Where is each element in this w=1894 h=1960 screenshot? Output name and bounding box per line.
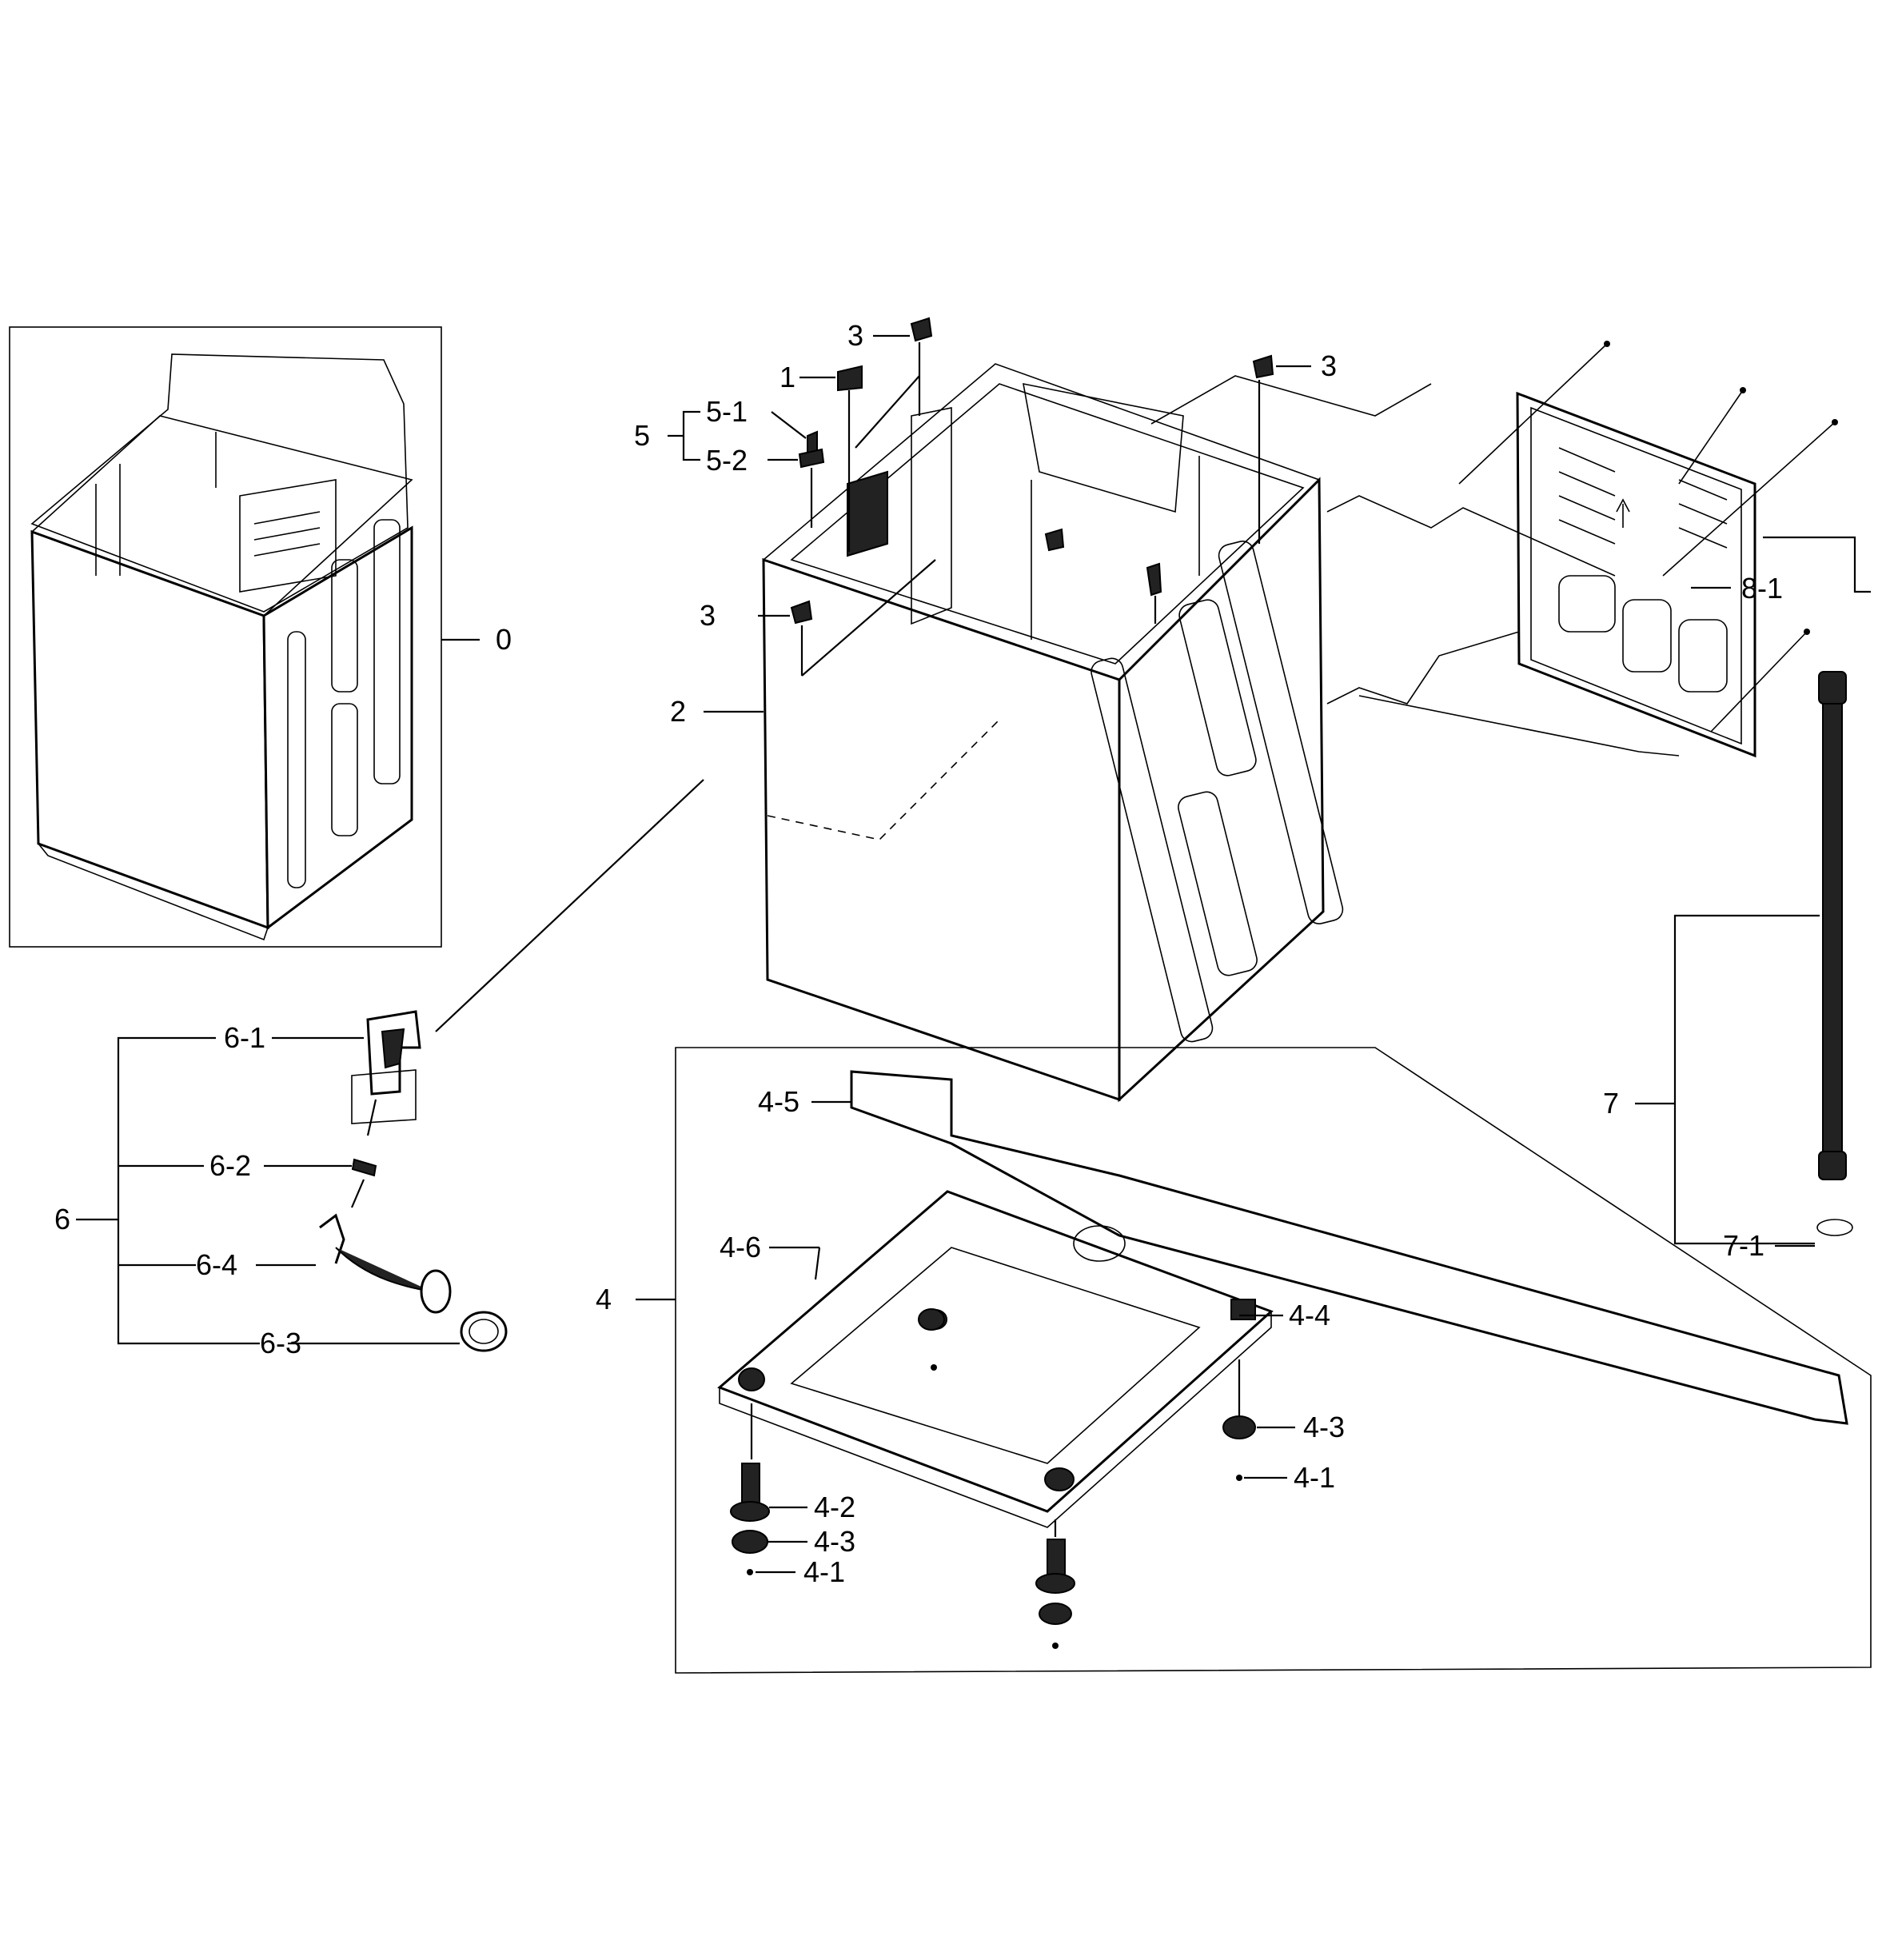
- water-hose: [1816, 671, 1853, 1236]
- part-1-bracket: [837, 365, 863, 392]
- label-8-1: 8-1: [1741, 572, 1783, 605]
- part-5-2-washer: [798, 448, 825, 469]
- label-4: 4: [596, 1283, 612, 1315]
- label-3-b: 3: [1321, 349, 1337, 382]
- label-4-3-a: 4-3: [814, 1525, 855, 1558]
- part-6-4-drain-hose: [335, 1247, 433, 1292]
- foot-right: [1222, 1415, 1256, 1481]
- label-4-4: 4-4: [1289, 1299, 1330, 1331]
- foot-front: [1035, 1539, 1075, 1649]
- label-4-1-b: 4-1: [1294, 1461, 1335, 1494]
- label-5-1: 5-1: [706, 395, 748, 428]
- hose-body: [1822, 703, 1843, 1152]
- assembly-overview: [9, 326, 442, 948]
- label-4-2: 4-2: [814, 1491, 855, 1523]
- part-4-5-strip: [850, 1070, 1848, 1425]
- back-panel-plate: [1516, 391, 1756, 758]
- back-panel: [1516, 391, 1756, 758]
- label-7-1: 7-1: [1723, 1229, 1764, 1262]
- label-4-6: 4-6: [720, 1231, 761, 1263]
- label-4-3-b: 4-3: [1303, 1411, 1345, 1443]
- cabinet-main: [762, 363, 1344, 1103]
- label-5-2: 5-2: [706, 444, 748, 477]
- label-4-5: 4-5: [758, 1085, 799, 1118]
- part-3-clip-d: [1044, 528, 1065, 552]
- cabinet-front-panel: [762, 557, 1121, 1102]
- overview-cabinet-front: [30, 529, 269, 930]
- part-6-3-hose-clamp: [460, 1311, 508, 1352]
- base-assembly: [675, 1047, 1872, 1674]
- part-3-clip-e: [1146, 562, 1162, 597]
- hose-top-fitting: [1818, 671, 1847, 705]
- label-6-4: 6-4: [196, 1248, 237, 1281]
- part-6-2-clamp: [351, 1158, 377, 1177]
- label-6-2: 6-2: [209, 1149, 251, 1182]
- label-6-1: 6-1: [224, 1021, 265, 1054]
- base-frame-outline: [675, 1047, 1872, 1674]
- label-4-1-a: 4-1: [803, 1555, 845, 1588]
- label-0: 0: [496, 623, 512, 656]
- part-7-1-washer: [1816, 1219, 1853, 1236]
- part-3-clip-b: [1252, 354, 1274, 379]
- drain-hose-kit: [319, 1010, 508, 1352]
- label-1: 1: [780, 361, 795, 393]
- foot-left: [730, 1463, 770, 1575]
- overview-cabinet-side: [262, 525, 413, 930]
- label-6: 6: [54, 1203, 70, 1235]
- overview-frame: [9, 326, 442, 948]
- label-2: 2: [670, 695, 686, 728]
- foot-rear: [918, 1308, 945, 1371]
- part-3-clip-c: [790, 600, 813, 625]
- label-3-a: 3: [847, 319, 863, 352]
- label-6-3: 6-3: [260, 1327, 301, 1359]
- hose-bottom-fitting: [1818, 1151, 1847, 1180]
- part-4-3-foot-pad: [732, 1530, 768, 1554]
- label-5: 5: [634, 419, 650, 452]
- label-3-c: 3: [700, 599, 716, 632]
- label-7: 7: [1603, 1087, 1619, 1120]
- part-4-1-screw: [747, 1569, 753, 1575]
- part-3-clip-a: [910, 317, 933, 342]
